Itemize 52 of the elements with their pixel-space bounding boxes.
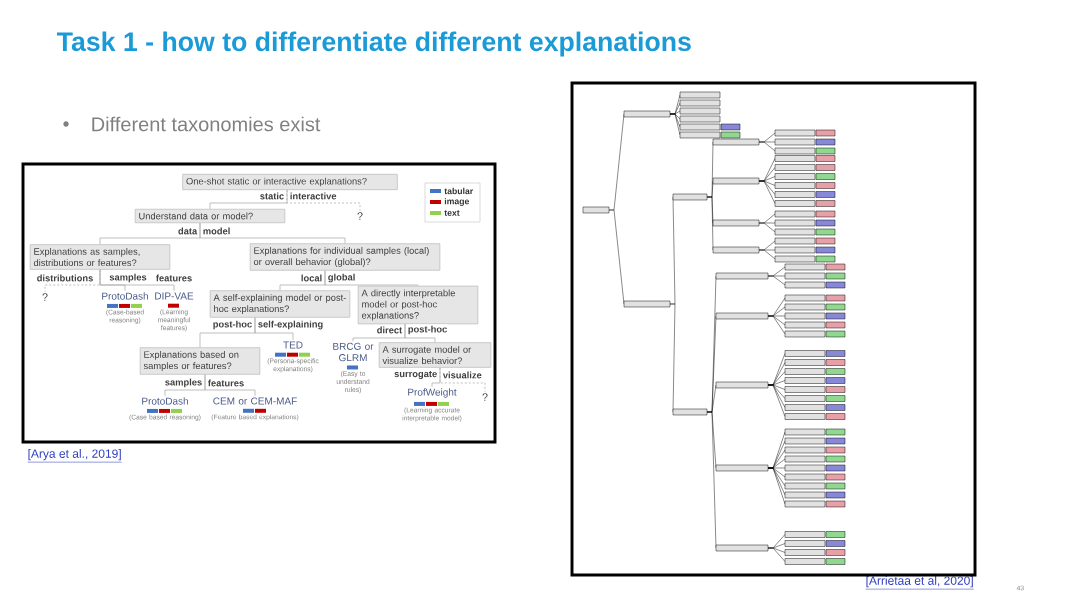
branch-label: post-hoc bbox=[211, 319, 254, 331]
question-box: Understand data or model? bbox=[134, 208, 286, 224]
method-name: DIP-VAE bbox=[155, 292, 194, 300]
branch-label: interactive bbox=[288, 191, 338, 201]
branch-label: global bbox=[326, 272, 357, 284]
method-name: ProfWeight bbox=[408, 388, 457, 398]
question-box: One-shot static or interactive explanations? bbox=[182, 173, 398, 191]
legend-label: image bbox=[444, 197, 469, 207]
tree-branch bbox=[324, 270, 419, 287]
tree-branch bbox=[431, 367, 441, 388]
question-mark: ? bbox=[42, 293, 48, 301]
method-name: CEM or CEM-MAF bbox=[213, 397, 297, 405]
bullet-text: Different taxonomies exist bbox=[92, 116, 321, 132]
tree-branch bbox=[99, 269, 175, 292]
question-box: Explanations for individual samples (local) or overall behavior (global)? bbox=[249, 243, 441, 271]
branch-label: distributions bbox=[35, 273, 95, 283]
branch-label: self-explaining bbox=[256, 319, 325, 331]
legend-label: tabular bbox=[444, 187, 474, 195]
tree-branch bbox=[209, 189, 288, 210]
method-name: BRCG or GLRM bbox=[333, 342, 374, 362]
question-mark: ? bbox=[482, 393, 488, 401]
tree-branch bbox=[199, 222, 346, 244]
question-box: A surrogate model or visualize behavior? bbox=[378, 342, 492, 368]
method-name: ProtoDash bbox=[142, 397, 188, 405]
branch-label: direct bbox=[375, 325, 404, 335]
tree-branch bbox=[286, 189, 361, 212]
branch-label: features bbox=[206, 378, 246, 388]
branch-label: surrogate bbox=[393, 369, 439, 381]
question-box: A self-explaining model or post-hoc explanations? bbox=[209, 290, 351, 318]
question-box: Explanations based on samples or features? bbox=[139, 347, 261, 375]
branch-label: samples bbox=[108, 272, 148, 284]
branch-label: post-hoc bbox=[406, 324, 449, 336]
tree-branch bbox=[404, 323, 436, 343]
question-box: Explanations as samples, distributions or features? bbox=[29, 244, 171, 270]
branch-label: static bbox=[258, 191, 286, 201]
tree-branch bbox=[439, 367, 486, 393]
branch-label: samples bbox=[163, 377, 204, 389]
legend-label: text bbox=[444, 210, 460, 216]
branch-label: visualize bbox=[441, 370, 483, 380]
question-box: A directly interpretable model or post-hoc explanations? bbox=[357, 285, 479, 325]
branch-label: local bbox=[299, 273, 324, 283]
method-name: ProtoDash bbox=[102, 292, 148, 300]
branch-label: features bbox=[154, 273, 194, 283]
question-mark: ? bbox=[357, 212, 363, 220]
tree-branch bbox=[204, 374, 256, 397]
slide-title: Task 1 - how to differentiate different explanations bbox=[57, 31, 691, 57]
method-name: TED bbox=[283, 341, 303, 349]
branch-label: data bbox=[176, 226, 199, 236]
tree-branch bbox=[254, 317, 294, 341]
branch-label: model bbox=[201, 226, 232, 236]
citation-link: [Arrietaa et al, 2020] bbox=[865, 576, 974, 590]
citation-link: [Arya et al., 2019] bbox=[27, 449, 122, 463]
